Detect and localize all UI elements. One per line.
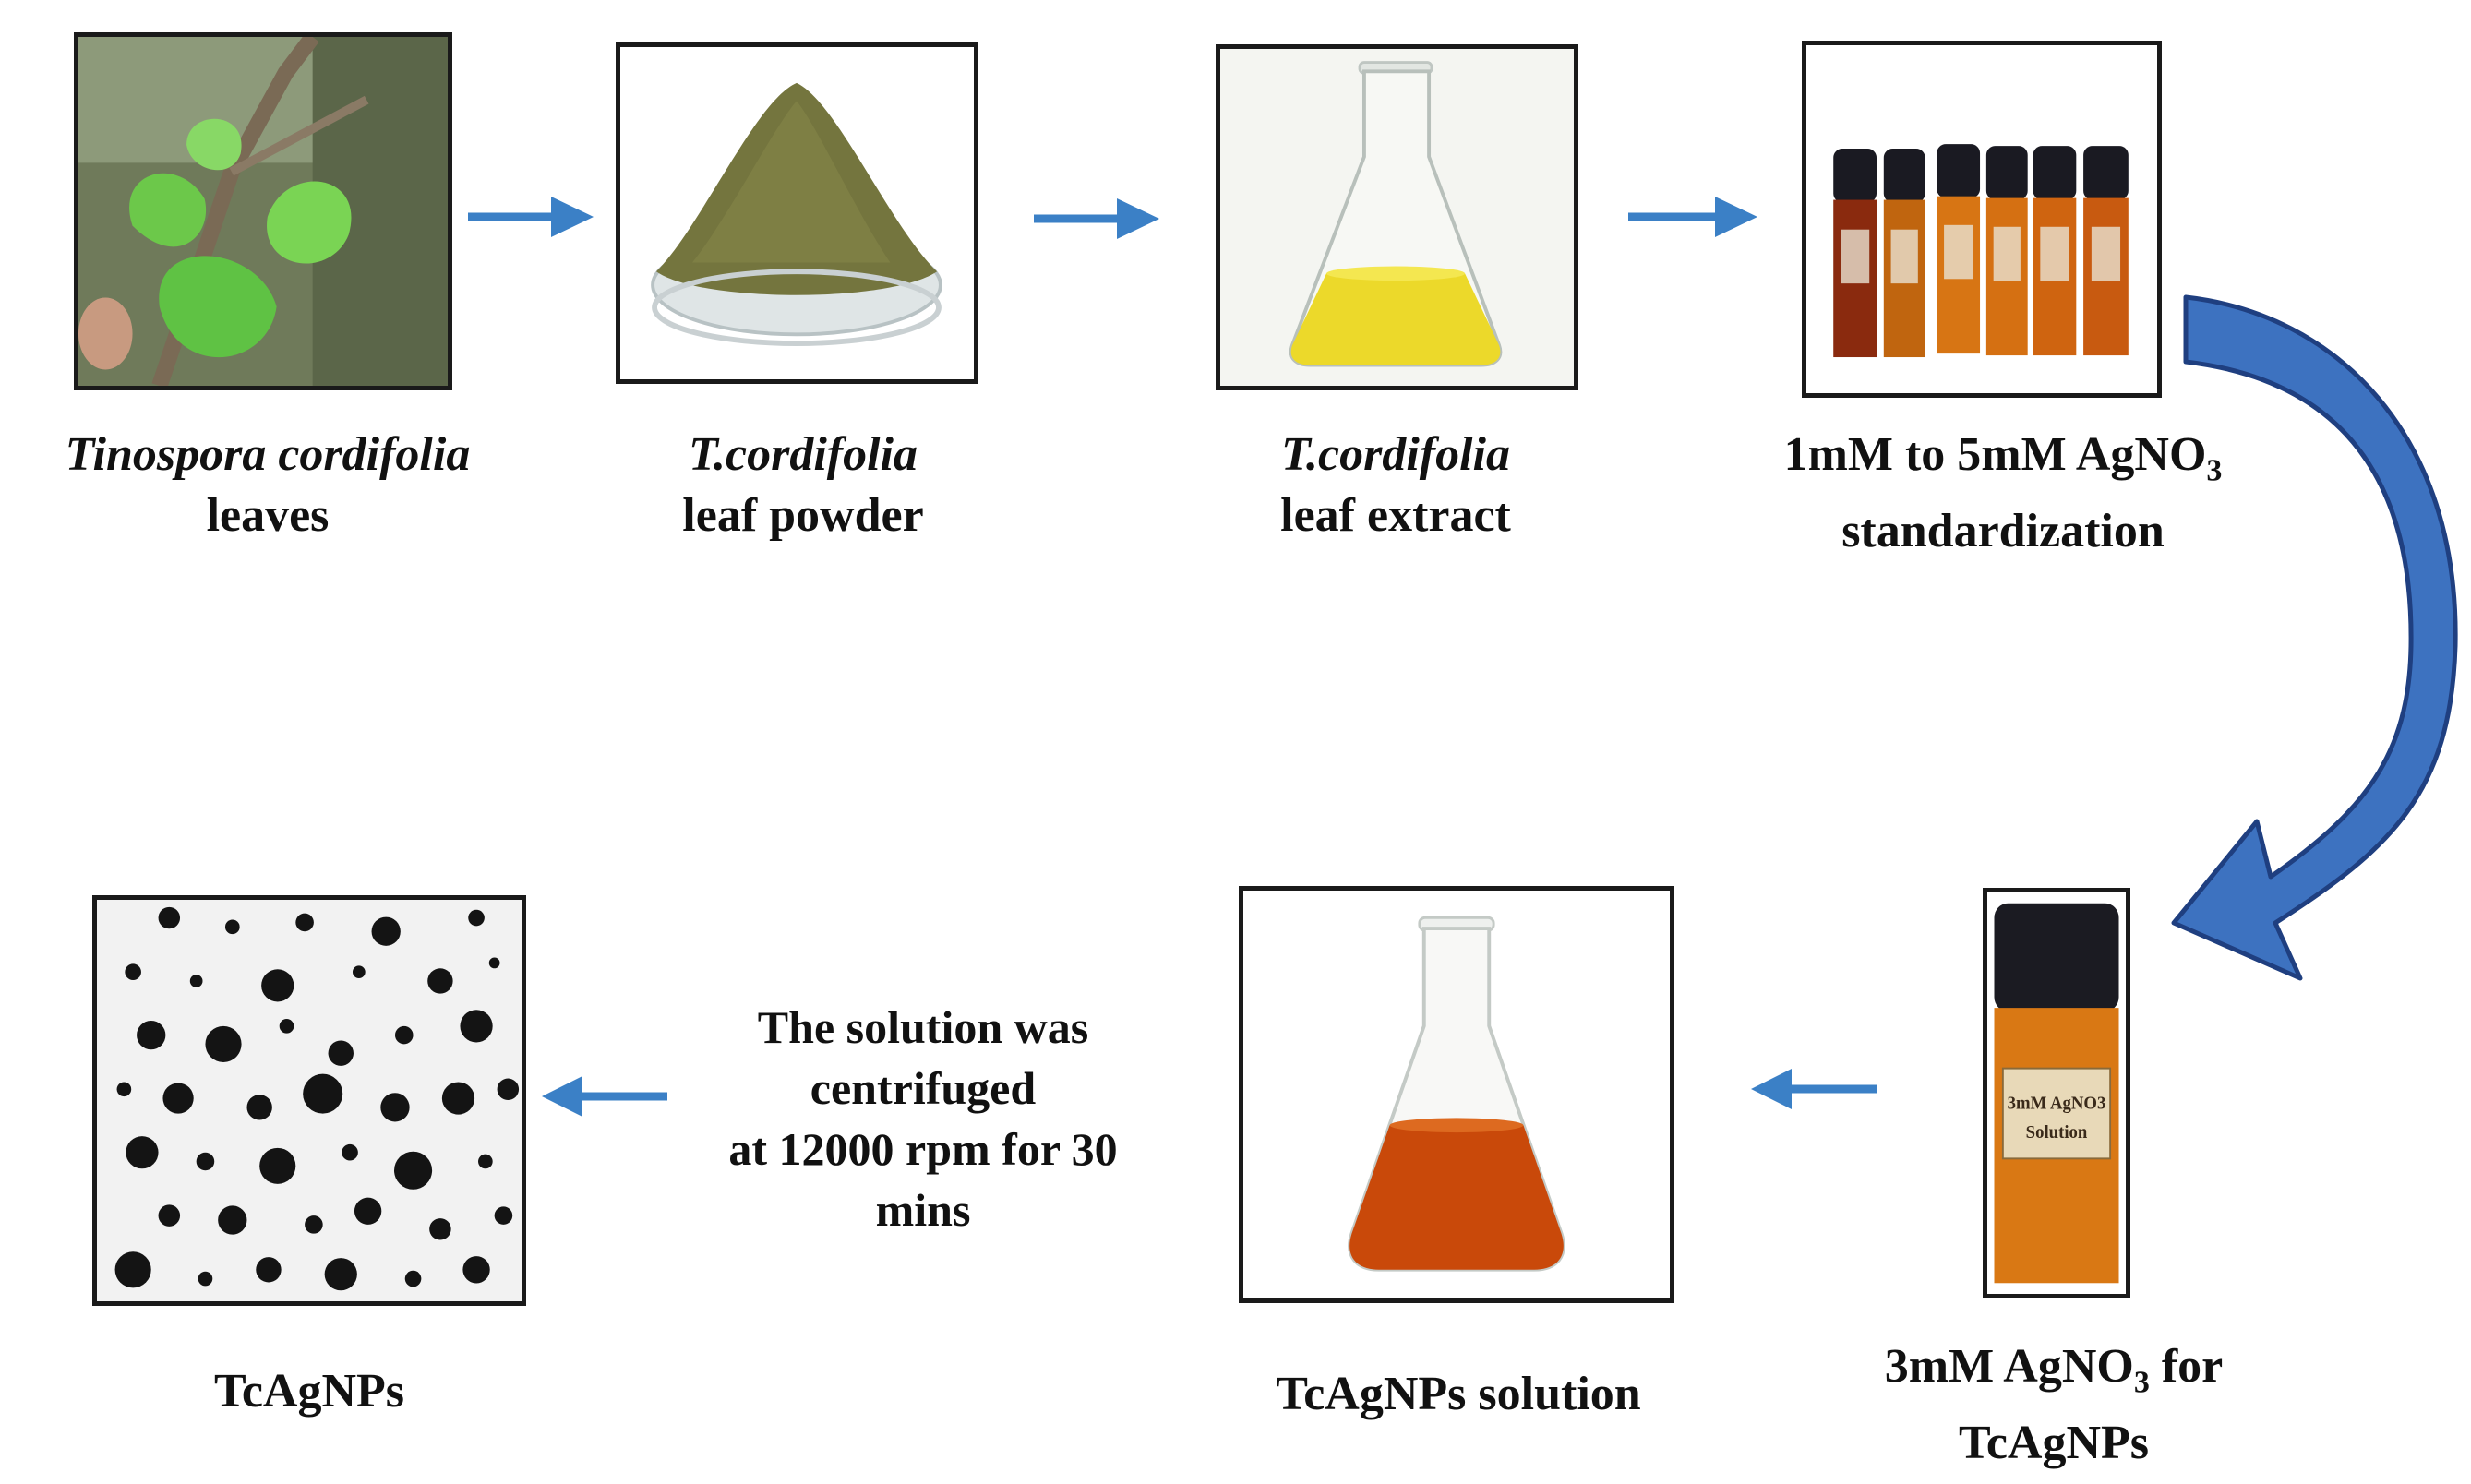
step-title: T.cordifolia	[1281, 428, 1510, 481]
step-title: Tinospora cordifolia	[65, 428, 471, 481]
step-label-3mm: 3mM AgNO3 for TcAgNPs	[1837, 1336, 2271, 1474]
note-line: The solution was	[757, 1001, 1089, 1053]
step-title-text: 3mM AgNO	[1884, 1340, 2134, 1393]
leaf-powder-image	[616, 42, 978, 384]
arrow-right-icon	[1034, 198, 1159, 239]
tem-nanoparticles-image	[92, 895, 526, 1306]
arrow-left-icon	[542, 1076, 667, 1117]
subscript-text: 3	[2133, 1365, 2150, 1400]
agno3-vials-image	[1802, 41, 2162, 398]
single-vial-image: 3mM AgNO3 Solution	[1983, 888, 2130, 1298]
step-label-leaves: Tinospora cordifolia leaves	[18, 425, 517, 546]
note-line: at 12000 rpm for 30	[728, 1123, 1118, 1175]
step-title-text: 1mM to 5mM AgNO	[1783, 428, 2207, 481]
step-label-powder: T.cordifolia leaf powder	[572, 425, 1034, 546]
step-label-extract: T.cordifolia leaf extract	[1165, 425, 1626, 546]
tcagnps-solution-image	[1239, 886, 1674, 1303]
step-title: TcAgNPs	[213, 1365, 405, 1418]
subscript-text: 3	[2206, 453, 2223, 488]
step-title-suffix: for	[2149, 1340, 2224, 1393]
step-label-solution: TcAgNPs solution	[1191, 1364, 1726, 1425]
step-subtitle: leaf extract	[1280, 489, 1511, 542]
step-subtitle: leaves	[206, 489, 330, 542]
arrow-left-icon	[1751, 1069, 1877, 1109]
arrow-right-icon	[1628, 197, 1757, 237]
arrow-right-icon	[468, 197, 594, 237]
step-label-standardization: 1mM to 5mM AgNO3 standardization	[1726, 425, 2280, 562]
vial-label-line1: 3mM AgNO3	[2008, 1094, 2106, 1113]
step-title: TcAgNPs solution	[1276, 1368, 1641, 1420]
step-label-tcagnps: TcAgNPs	[92, 1361, 526, 1422]
curved-arrow-icon	[2171, 294, 2458, 981]
step-subtitle: standardization	[1841, 505, 2165, 558]
leaves-image	[74, 32, 452, 390]
step-subtitle: TcAgNPs	[1958, 1417, 2150, 1470]
step-subtitle: leaf powder	[682, 489, 924, 542]
note-line: centrifuged	[810, 1062, 1037, 1114]
vial-label-line2: Solution	[2026, 1123, 2088, 1143]
step-title: T.cordifolia	[689, 428, 918, 481]
note-line: mins	[875, 1184, 971, 1236]
step-title: 3mM AgNO3 for	[1837, 1336, 2271, 1413]
centrifuge-note: The solution was centrifuged at 12000 rp…	[683, 997, 1163, 1240]
step-title: 1mM to 5mM AgNO3	[1726, 425, 2280, 501]
leaf-extract-image	[1216, 44, 1578, 390]
